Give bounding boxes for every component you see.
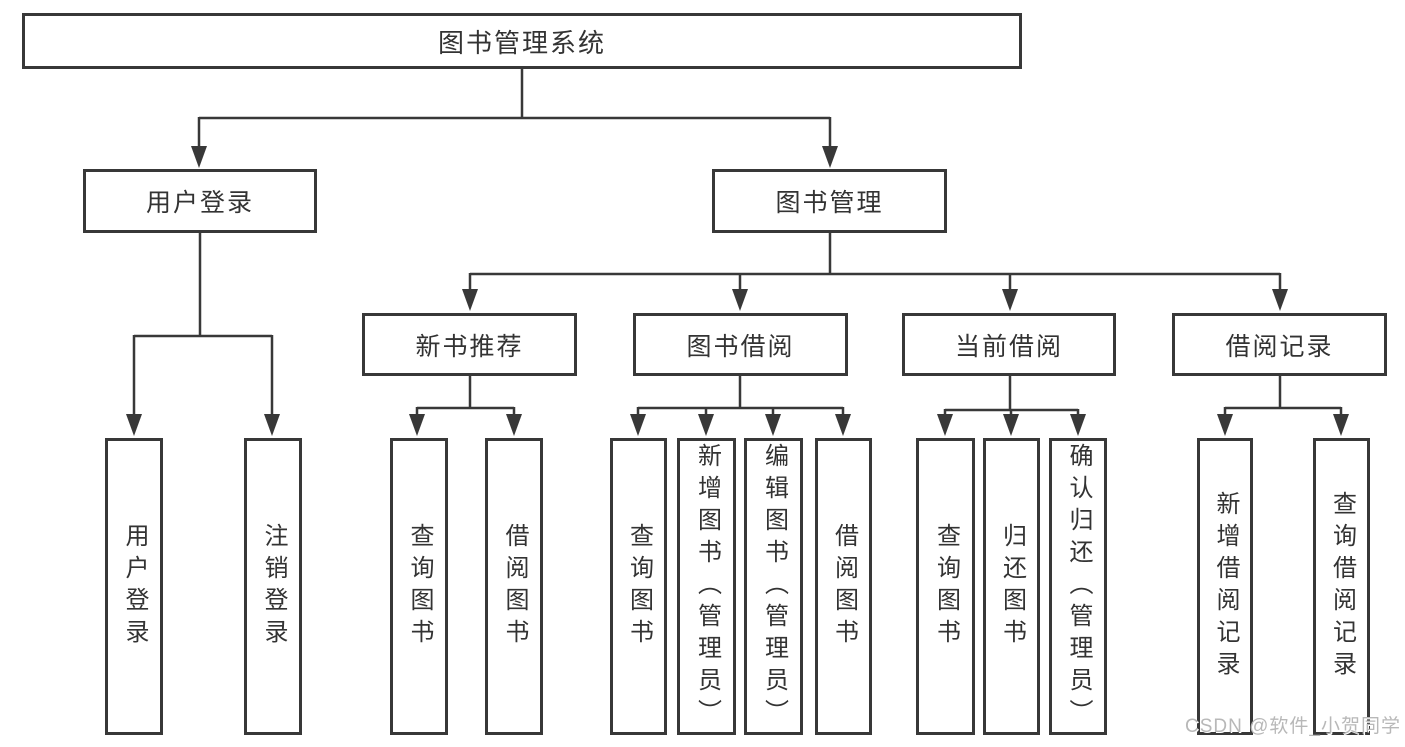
edge-borrow-subtree xyxy=(630,376,851,436)
leaf-edit-book-admin-label: 编辑图书（管理员） xyxy=(760,442,788,731)
leaf-logout-label: 注销登录 xyxy=(260,522,287,651)
edge-mgmt-to-level3 xyxy=(462,233,1288,311)
leaf-return-book: 归还图书 xyxy=(983,438,1040,735)
node-borrow-records-label: 借阅记录 xyxy=(1225,332,1334,361)
edge-root-to-level2 xyxy=(191,69,838,168)
leaf-query-borrow-record-label: 查询借阅记录 xyxy=(1328,490,1356,683)
leaf-borrow-books: 借阅图书 xyxy=(815,438,872,735)
node-new-book-recommend-label: 新书推荐 xyxy=(415,332,524,361)
leaf-add-book-admin: 新增图书（管理员） xyxy=(677,438,736,735)
leaf-confirm-return-admin-label: 确认归还（管理员） xyxy=(1065,442,1092,731)
edge-login-subtree xyxy=(126,233,280,436)
edge-records-subtree xyxy=(1217,376,1349,436)
leaf-query-books-borrow: 查询图书 xyxy=(610,438,667,735)
leaf-user-login: 用户登录 xyxy=(105,438,163,735)
leaf-add-borrow-record-label: 新增借阅记录 xyxy=(1212,490,1239,683)
leaf-borrow-books-recommend: 借阅图书 xyxy=(485,438,543,735)
leaf-edit-book-admin: 编辑图书（管理员） xyxy=(744,438,803,735)
leaf-query-books-recommend-label: 查询图书 xyxy=(406,522,433,651)
node-new-book-recommend: 新书推荐 xyxy=(362,313,577,376)
node-borrow-records: 借阅记录 xyxy=(1172,313,1387,376)
leaf-borrow-books-label: 借阅图书 xyxy=(830,522,858,651)
leaf-confirm-return-admin: 确认归还（管理员） xyxy=(1049,438,1107,735)
edge-recommend-subtree xyxy=(409,376,522,436)
csdn-watermark: CSDN @软件_小贺同学 xyxy=(1185,716,1401,737)
leaf-add-book-admin-label: 新增图书（管理员） xyxy=(693,442,721,731)
node-book-borrow-label: 图书借阅 xyxy=(686,332,795,361)
leaf-logout: 注销登录 xyxy=(244,438,302,735)
leaf-query-books-current: 查询图书 xyxy=(916,438,975,735)
node-book-management: 图书管理 xyxy=(712,169,947,233)
leaf-return-book-label: 归还图书 xyxy=(998,522,1026,651)
node-current-borrow: 当前借阅 xyxy=(902,313,1116,376)
leaf-borrow-books-recommend-label: 借阅图书 xyxy=(501,522,528,651)
leaf-user-login-label: 用户登录 xyxy=(121,522,148,651)
node-root-label: 图书管理系统 xyxy=(437,27,606,58)
leaf-query-borrow-record: 查询借阅记录 xyxy=(1313,438,1370,735)
node-user-login-label: 用户登录 xyxy=(145,189,254,217)
leaf-query-books-current-label: 查询图书 xyxy=(932,522,960,651)
node-user-login: 用户登录 xyxy=(83,169,317,233)
edge-current-subtree xyxy=(937,376,1086,436)
node-current-borrow-label: 当前借阅 xyxy=(954,332,1063,361)
node-root: 图书管理系统 xyxy=(22,13,1022,69)
leaf-query-books-recommend: 查询图书 xyxy=(390,438,448,735)
leaf-query-books-borrow-label: 查询图书 xyxy=(625,522,653,651)
leaf-add-borrow-record: 新增借阅记录 xyxy=(1197,438,1253,735)
node-book-borrow: 图书借阅 xyxy=(633,313,848,376)
node-book-management-label: 图书管理 xyxy=(775,189,884,217)
